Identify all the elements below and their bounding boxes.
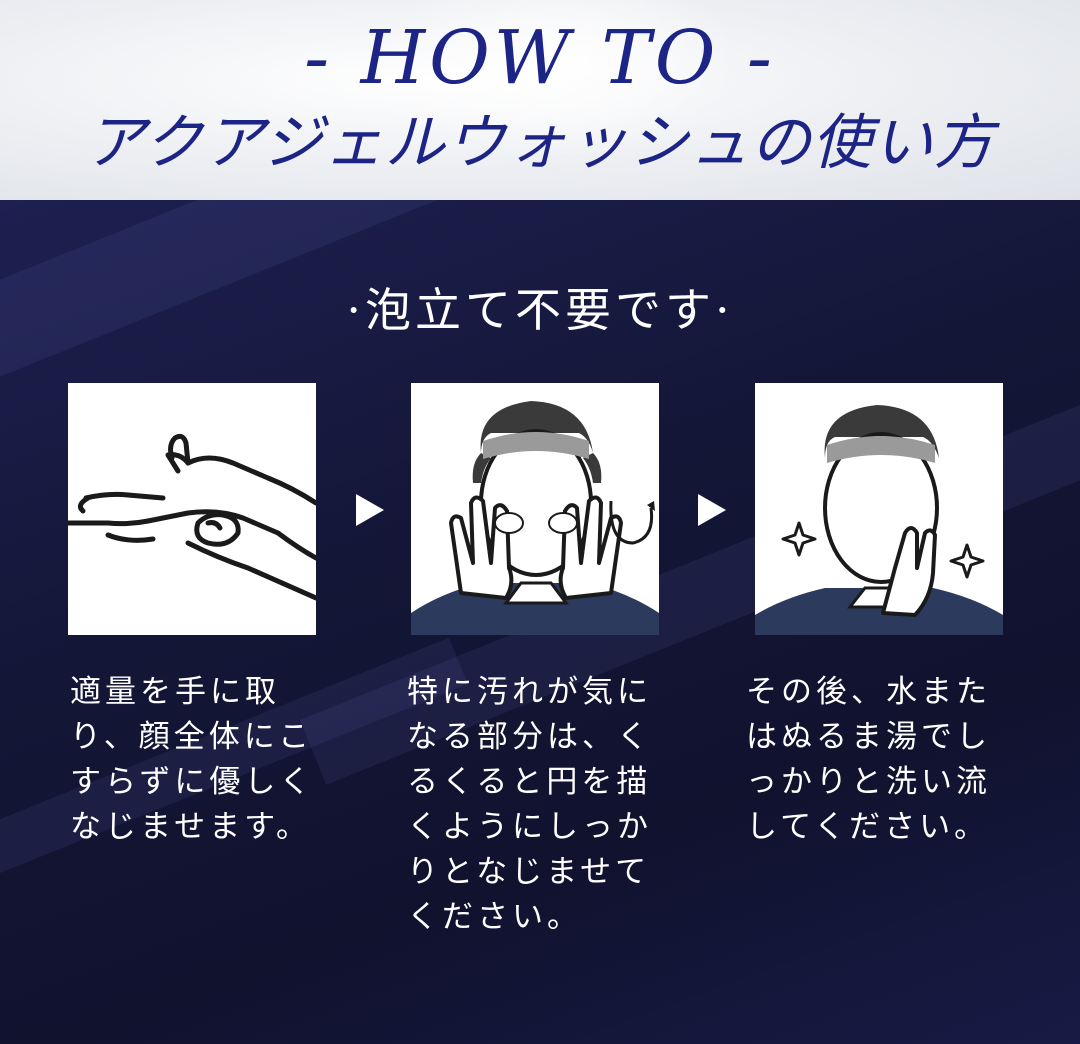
step-1-image xyxy=(68,383,316,635)
step-3-text: その後、水またはぬるま湯でしっかりと洗い流してください。 xyxy=(746,674,991,845)
step-1-text: 適量を手に取り、顔全体にこすらずに優しくなじませます。 xyxy=(70,674,315,845)
how-to-title: - HOW TO - xyxy=(304,15,776,101)
next-arrow-icon xyxy=(698,494,726,526)
header-band: - HOW TO - アクアジェルウォッシュの使い方 xyxy=(0,0,1080,200)
step-3-image xyxy=(755,383,1003,635)
man-clean-face-icon xyxy=(755,405,1003,635)
step-2-text: 特に汚れが気になる部分は、くるくると円を描くようにしっかりとなじませてください。 xyxy=(407,674,652,935)
no-foaming-tagline: ·泡立て不要です· xyxy=(346,283,734,337)
step-2-image xyxy=(411,383,659,635)
hand-with-gel-icon xyxy=(68,433,316,601)
next-arrow-icon xyxy=(356,494,384,526)
man-washing-face-icon xyxy=(411,401,659,635)
page-title: アクアジェルウォッシュの使い方 xyxy=(85,108,995,178)
